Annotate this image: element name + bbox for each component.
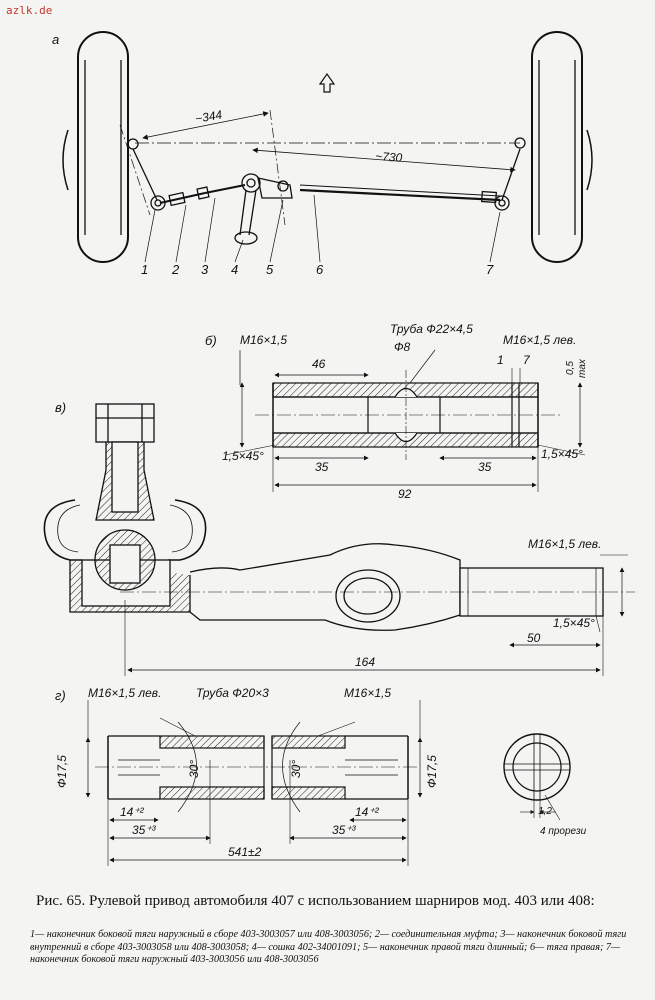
v-dim-50: 50 bbox=[527, 631, 541, 645]
view-a: а bbox=[52, 31, 593, 263]
part-number-2: 2 bbox=[171, 262, 180, 277]
g-slot-count: 4 прорези bbox=[540, 826, 587, 837]
g-dim-14-left: 14⁺² bbox=[120, 805, 145, 819]
figure-legend: 1— наконечник боковой тяги наружный в сб… bbox=[30, 929, 627, 965]
b-hole-dia: Ф8 bbox=[394, 340, 411, 354]
v-thread: M16×1,5 лев. bbox=[528, 537, 601, 551]
g-angle-left: 30° bbox=[187, 760, 201, 778]
part-number-7: 7 bbox=[486, 262, 494, 277]
figure-caption: Рис. 65. Рулевой привод автомобиля 407 с… bbox=[36, 893, 595, 909]
view-v: в) bbox=[43, 400, 635, 676]
dim-730: ~730 bbox=[375, 149, 403, 165]
g-dia-left: Ф17,5 bbox=[55, 755, 69, 788]
panel-label-g: г) bbox=[55, 688, 66, 703]
b-dim-1: 1 bbox=[497, 353, 504, 367]
panel-label-v: в) bbox=[55, 400, 66, 415]
technical-drawing: а bbox=[43, 31, 635, 866]
view-g: г) bbox=[55, 688, 571, 866]
g-slot-width: 1,2 bbox=[538, 806, 552, 817]
b-chamfer-left: 1,5×45° bbox=[222, 449, 264, 463]
b-dim-35-right: 35 bbox=[478, 460, 492, 474]
panel-label-b: б) bbox=[205, 333, 217, 348]
site-watermark: azlk.de bbox=[6, 4, 53, 17]
left-wheel bbox=[62, 31, 129, 263]
part-number-4: 4 bbox=[231, 262, 238, 277]
part-number-1: 1 bbox=[141, 262, 148, 277]
g-dim-35-right: 35⁺³ bbox=[332, 823, 357, 837]
b-dim-max: max bbox=[577, 358, 588, 378]
panel-label-a: а bbox=[52, 32, 59, 47]
g-dim-14-right: 14⁺² bbox=[355, 805, 380, 819]
v-dim-164: 164 bbox=[355, 655, 375, 669]
b-dim-92: 92 bbox=[398, 487, 412, 501]
g-dia-right: Ф17,5 bbox=[425, 755, 439, 788]
part-number-3: 3 bbox=[201, 262, 209, 277]
b-thread-right: M16×1,5 лев. bbox=[503, 333, 576, 347]
b-pipe-spec: Труба Ф22×4,5 bbox=[390, 322, 473, 336]
part-number-6: 6 bbox=[316, 262, 324, 277]
b-dim-35-left: 35 bbox=[315, 460, 329, 474]
g-thread-right: M16×1,5 bbox=[344, 686, 391, 700]
v-chamfer: 1,5×45° bbox=[553, 616, 595, 630]
part-numbers: 1 2 3 4 5 6 7 bbox=[141, 262, 494, 277]
g-pipe-spec: Труба Ф20×3 bbox=[196, 686, 269, 700]
g-dim-35-left: 35⁺³ bbox=[132, 823, 157, 837]
b-dim-7: 7 bbox=[523, 353, 531, 367]
g-angle-right: 30° bbox=[289, 760, 303, 778]
part-number-5: 5 bbox=[266, 262, 274, 277]
dim-344: ~344 bbox=[194, 107, 223, 126]
g-thread-left: M16×1,5 лев. bbox=[88, 686, 161, 700]
b-chamfer-right: 1,5×45° bbox=[541, 447, 583, 461]
b-dim-05: 0,5 bbox=[565, 361, 576, 375]
view-b: б) bbox=[205, 333, 586, 492]
b-dim-46: 46 bbox=[312, 357, 326, 371]
right-wheel bbox=[531, 31, 593, 263]
b-thread-left: M16×1,5 bbox=[240, 333, 287, 347]
g-dim-541: 541±2 bbox=[228, 845, 262, 859]
